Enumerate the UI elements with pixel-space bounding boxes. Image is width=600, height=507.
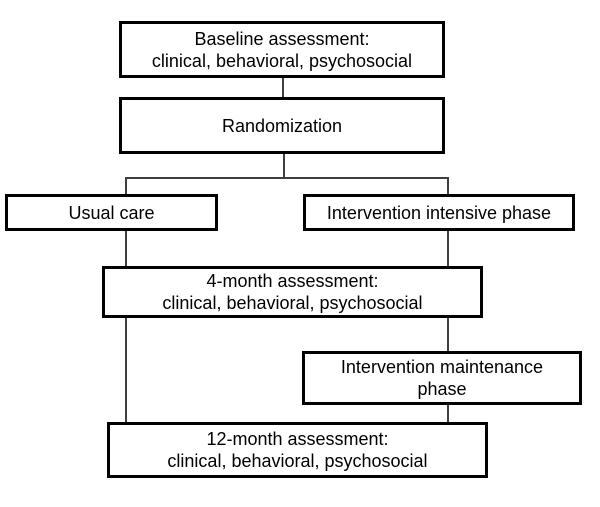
box-4-month-assessment: 4-month assessment: clinical, behavioral… (102, 266, 483, 318)
baseline-assessment-title: Baseline assessment: (194, 28, 370, 49)
connector-branch-horizontal (125, 177, 448, 179)
connector-month4-to-maintenance (447, 318, 449, 351)
connector-branch-to-usual-care (125, 177, 127, 194)
connector-randomization-stub (283, 154, 285, 178)
month12-assessment-title: 12-month assessment: (206, 429, 389, 449)
box-12-month-assessment: 12-month assessment: clinical, behaviora… (107, 422, 488, 478)
usual-care-label: Usual care (68, 202, 155, 223)
randomization-label: Randomization (221, 115, 343, 136)
intervention-maintenance-line2: phase (417, 379, 467, 399)
connector-month4-to-month12-left (125, 318, 127, 422)
intervention-intensive-label: Intervention intensive phase (326, 202, 552, 223)
connector-usual-care-to-month4 (125, 231, 127, 266)
intervention-maintenance-line1: Intervention maintenance (340, 357, 544, 377)
connector-maintenance-to-month12 (447, 405, 449, 422)
month12-assessment-detail: clinical, behavioral, psychosocial (167, 451, 428, 471)
month4-assessment-detail: clinical, behavioral, psychosocial (162, 293, 423, 313)
box-randomization: Randomization (119, 97, 445, 154)
connector-baseline-to-randomization (282, 78, 284, 97)
connector-intensive-to-month4 (447, 231, 449, 266)
box-intervention-maintenance-phase: Intervention maintenance phase (302, 351, 582, 405)
month4-assessment-title: 4-month assessment: (206, 271, 379, 291)
box-baseline-assessment: Baseline assessment: clinical, behaviora… (119, 21, 445, 78)
baseline-assessment-detail: clinical, behavioral, psychosocial (151, 50, 413, 71)
connector-branch-to-intensive (447, 177, 449, 194)
box-usual-care: Usual care (5, 194, 218, 231)
box-intervention-intensive-phase: Intervention intensive phase (303, 194, 575, 231)
